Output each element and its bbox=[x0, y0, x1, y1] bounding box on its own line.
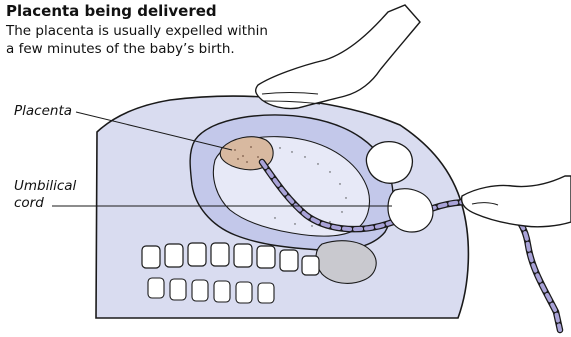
lower-hand bbox=[462, 176, 571, 227]
rectum bbox=[316, 241, 376, 284]
pubic-bone bbox=[366, 142, 412, 184]
